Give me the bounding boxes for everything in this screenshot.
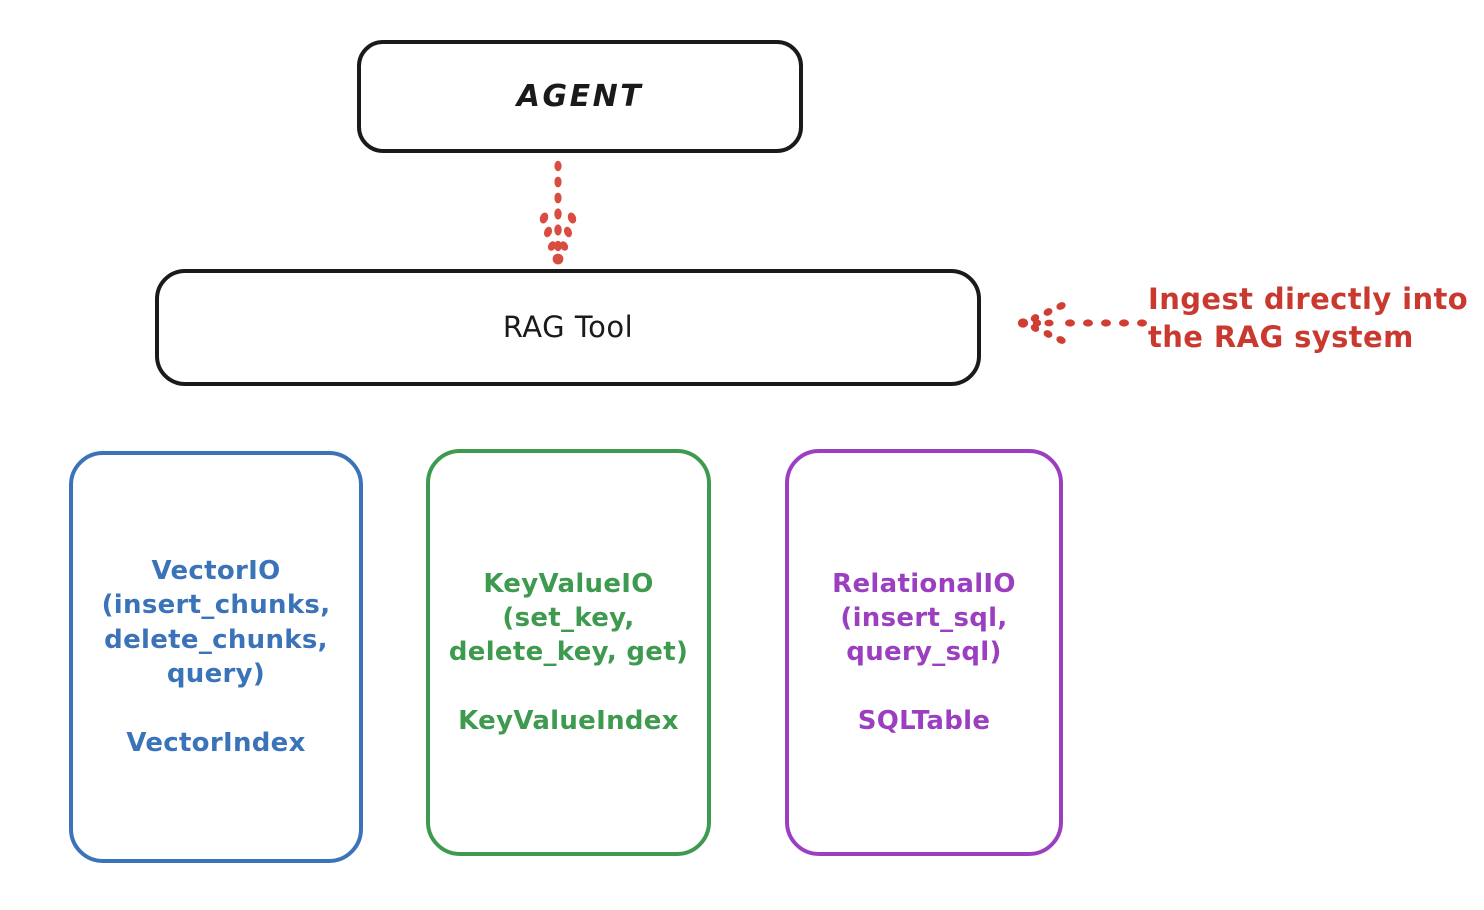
node-keyvalueio[interactable]: KeyValueIO (set_key, delete_key, get) Ke… bbox=[426, 449, 711, 856]
arrowhead-down-icon bbox=[539, 212, 577, 265]
node-agent-label: AGENT bbox=[516, 78, 644, 114]
dotted-line-vertical bbox=[554, 160, 562, 236]
arrowhead-left-icon bbox=[1017, 302, 1066, 344]
node-rag-tool[interactable]: RAG Tool bbox=[155, 269, 981, 386]
connector-agent-to-rag-tool bbox=[539, 160, 577, 265]
node-keyvalueio-label: KeyValueIO (set_key, delete_key, get) Ke… bbox=[448, 568, 689, 736]
connector-ingest-arrow bbox=[1017, 302, 1147, 344]
node-agent[interactable]: AGENT bbox=[357, 40, 803, 153]
annotation-ingest-directly: Ingest directly into the RAG system bbox=[1148, 282, 1469, 354]
node-rag-tool-label: RAG Tool bbox=[502, 310, 634, 345]
dotted-line-horizontal bbox=[1065, 319, 1147, 327]
node-vectorio[interactable]: VectorIO (insert_chunks, delete_chunks, … bbox=[69, 451, 363, 863]
node-relationalio-label: RelationalIO (insert_sql, query_sql) SQL… bbox=[832, 568, 1016, 736]
node-vectorio-label: VectorIO (insert_chunks, delete_chunks, … bbox=[101, 556, 331, 758]
node-relationalio[interactable]: RelationalIO (insert_sql, query_sql) SQL… bbox=[785, 449, 1063, 856]
